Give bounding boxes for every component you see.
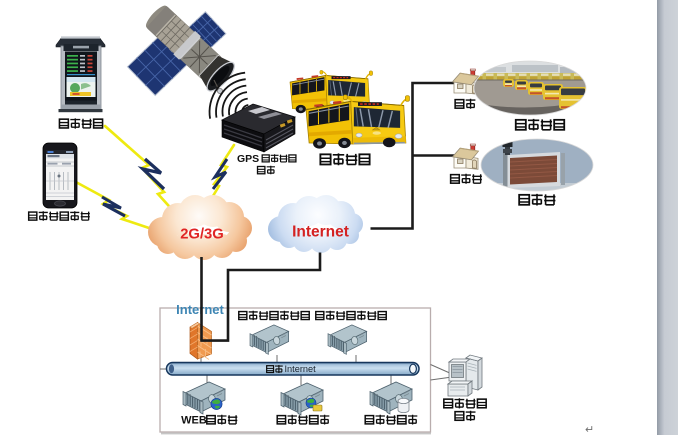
svg-text:Internet: Internet xyxy=(292,224,349,241)
svg-text:WEB: WEB xyxy=(181,415,207,427)
svg-text:GPS: GPS xyxy=(237,153,259,165)
svg-text:2G/3G: 2G/3G xyxy=(180,227,224,243)
svg-text:Internet: Internet xyxy=(285,364,317,374)
svg-text:↵: ↵ xyxy=(585,424,594,435)
